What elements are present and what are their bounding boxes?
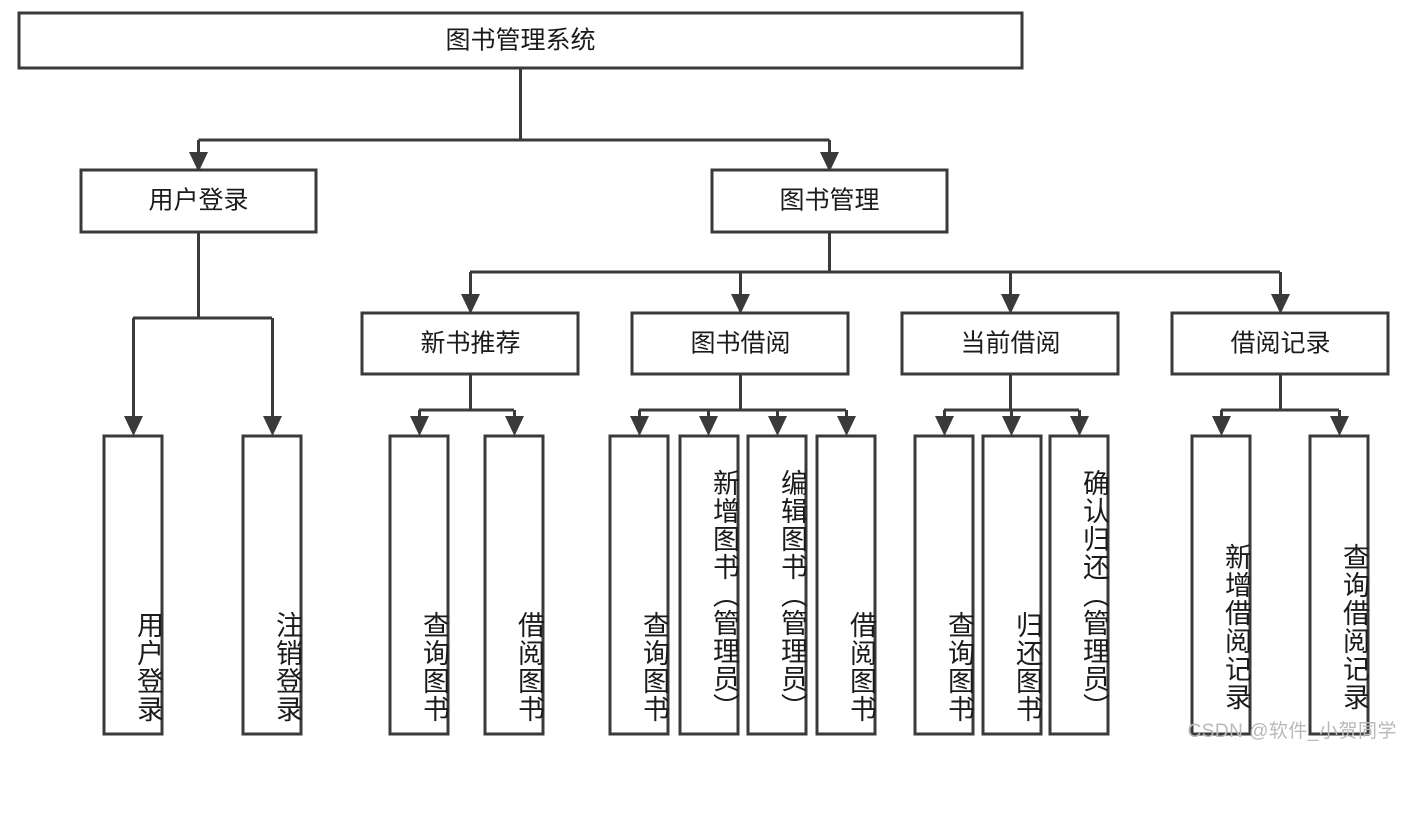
arrowhead-leaf-user-login — [124, 416, 143, 436]
diagram-svg: 图书管理系统 用户登录 图书管理 新书推荐 图书借阅 当前借阅 借阅记录 — [17, 11, 1390, 736]
leaf-query-book-3-box[interactable] — [913, 434, 975, 736]
leaf-box-group — [102, 434, 1370, 736]
arrowhead-leaf-logout — [263, 416, 282, 436]
connector-group-current-borrow — [935, 374, 1089, 436]
leaf-edit-book-box[interactable] — [746, 434, 808, 736]
connector-group-book-borrow — [630, 374, 856, 436]
leaf-user-login-box[interactable] — [102, 434, 164, 736]
csdn-watermark: CSDN @软件_小贺同学 — [1187, 721, 1397, 742]
node-root[interactable]: 图书管理系统 — [17, 11, 1024, 70]
leaf-return-book-box[interactable] — [981, 434, 1043, 736]
node-book-management[interactable]: 图书管理 — [710, 168, 949, 234]
node-new-book-recommend[interactable]: 新书推荐 — [360, 311, 580, 376]
arrowhead-user-login — [189, 152, 208, 172]
connector-group-new-book-recommend — [410, 374, 524, 436]
node-current-borrow[interactable]: 当前借阅 — [900, 311, 1120, 376]
book-borrow-box[interactable] — [630, 311, 850, 376]
arrowhead-leaf-add-book — [699, 416, 718, 436]
arrowhead-leaf-confirm-return — [1070, 416, 1089, 436]
arrowhead-leaf-query-book-2 — [630, 416, 649, 436]
leaf-add-record-box[interactable] — [1190, 434, 1252, 736]
user-login-box[interactable] — [79, 168, 318, 234]
node-book-borrow[interactable]: 图书借阅 — [630, 311, 850, 376]
current-borrow-label: 当前借阅 — [960, 330, 1060, 358]
arrowhead-leaf-borrow-book-1 — [505, 416, 524, 436]
leaf-borrow-book-1-box[interactable] — [483, 434, 545, 736]
arrowhead-leaf-query-book-3 — [935, 416, 954, 436]
arrowhead-book-management — [820, 152, 839, 172]
connector-group-user-login — [124, 232, 282, 436]
leaf-query-book-2-box[interactable] — [608, 434, 670, 736]
user-login-label: 用户登录 — [148, 187, 248, 215]
root-box[interactable] — [17, 11, 1024, 70]
arrowhead-leaf-return-book — [1002, 416, 1021, 436]
diagram-canvas: 图书管理系统 用户登录 图书管理 新书推荐 图书借阅 当前借阅 借阅记录 — [17, 11, 1397, 742]
connector-group-book-management — [461, 232, 1290, 314]
arrowhead-new-book-recommend — [461, 294, 480, 314]
leaf-borrow-book-2-box[interactable] — [815, 434, 877, 736]
current-borrow-box[interactable] — [900, 311, 1120, 376]
arrowhead-leaf-query-record — [1330, 416, 1349, 436]
leaf-query-book-1-box[interactable] — [388, 434, 450, 736]
book-management-box[interactable] — [710, 168, 949, 234]
arrowhead-leaf-edit-book — [768, 416, 787, 436]
new-book-recommend-label: 新书推荐 — [420, 330, 520, 358]
arrowhead-leaf-add-record — [1212, 416, 1231, 436]
connector-group-borrow-record — [1212, 374, 1349, 436]
node-borrow-record[interactable]: 借阅记录 — [1170, 311, 1390, 376]
book-management-label: 图书管理 — [779, 187, 879, 215]
borrow-record-box[interactable] — [1170, 311, 1390, 376]
leaf-logout-box[interactable] — [241, 434, 303, 736]
leaf-add-book-box[interactable] — [678, 434, 740, 736]
book-borrow-label: 图书借阅 — [690, 330, 790, 358]
leaf-query-record-box[interactable] — [1308, 434, 1370, 736]
node-user-login[interactable]: 用户登录 — [79, 168, 318, 234]
arrowhead-book-borrow — [731, 294, 750, 314]
root-label: 图书管理系统 — [445, 27, 595, 55]
arrowhead-leaf-query-book-1 — [410, 416, 429, 436]
connector-group-root — [189, 68, 839, 172]
arrowhead-borrow-record — [1271, 294, 1290, 314]
arrowhead-current-borrow — [1001, 294, 1020, 314]
leaf-confirm-return-box[interactable] — [1048, 434, 1110, 736]
new-book-recommend-box[interactable] — [360, 311, 580, 376]
arrowhead-leaf-borrow-book-2 — [837, 416, 856, 436]
borrow-record-label: 借阅记录 — [1230, 330, 1330, 358]
